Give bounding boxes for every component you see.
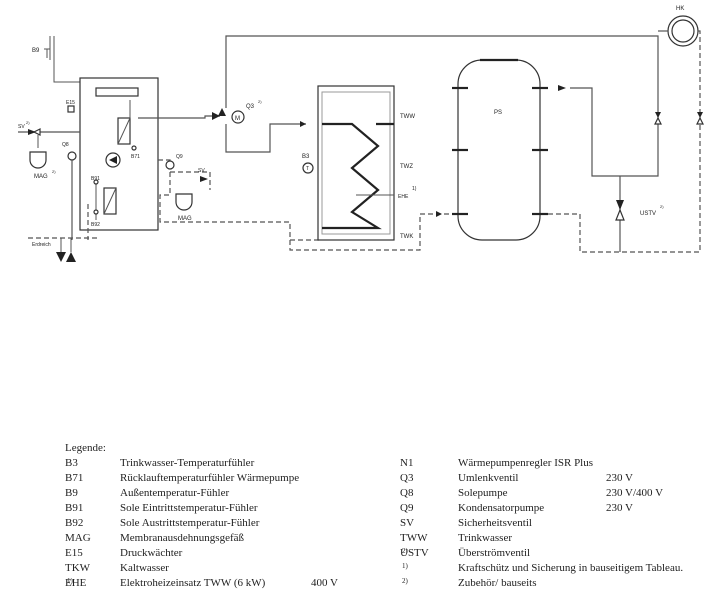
label-b3: B3 <box>302 154 310 160</box>
legend: Legende: B3 Trinkwasser-Temperaturfühler… <box>65 442 684 589</box>
buffer-tank-ps: PS <box>452 58 701 253</box>
legend-title: Legende: <box>65 442 106 454</box>
ground-probe-in <box>56 252 66 262</box>
label-m: M <box>235 116 240 122</box>
label-t: T <box>306 166 309 172</box>
tank-buffer-link <box>289 211 450 251</box>
b9-outdoor-sensor: B9 <box>32 36 96 83</box>
label-ustv: USTV <box>640 211 656 217</box>
svg-text:2): 2) <box>26 120 30 125</box>
label-mag-right: MAG <box>178 216 192 222</box>
label-e15: E15 <box>66 100 75 106</box>
mag-vessel-left <box>29 151 47 169</box>
dhw-tank: B3 T TWW TWZ TWK EHE 1) <box>302 85 417 241</box>
heat-pump-schematic: B9 B91 B92 B71 E15 SV 2) Q8 <box>18 6 704 262</box>
label-hk: HK <box>676 6 684 12</box>
label-q9: Q9 <box>176 154 183 160</box>
overflow-valve-ustv: USTV 2) <box>615 176 664 252</box>
label-b92: B92 <box>91 222 100 228</box>
ground-probe-out <box>66 252 76 262</box>
heating-flow: M Q3 2) <box>138 35 659 177</box>
label-twk: TWK <box>400 234 413 240</box>
label-ground: Erdreich <box>32 242 51 248</box>
label-ehe: EHE <box>398 194 409 200</box>
heating-circuit-hk: HK <box>654 6 704 125</box>
label-b91: B91 <box>91 176 100 182</box>
label-twz: TWZ <box>400 164 413 170</box>
label-q3: Q3 <box>246 104 255 110</box>
heat-pump-unit: B91 B92 B71 <box>79 77 159 231</box>
svg-text:2): 2) <box>52 169 56 174</box>
svg-text:2): 2) <box>660 204 664 209</box>
condenser-return: Q9 SV MAG <box>158 154 320 241</box>
label-b71: B71 <box>131 154 140 160</box>
label-ps: PS <box>494 110 502 116</box>
label-mag-left: MAG <box>34 174 48 180</box>
svg-text:2): 2) <box>258 99 262 104</box>
mag-vessel-right <box>175 193 193 211</box>
label-tww: TWW <box>400 114 415 120</box>
label-q8: Q8 <box>62 142 69 148</box>
label-sv-left: SV <box>18 124 25 130</box>
label-b9: B9 <box>32 48 40 54</box>
label-note1: 1) <box>412 186 417 192</box>
label-sv-right: SV <box>198 168 205 174</box>
brine-circuit: E15 SV 2) Q8 MAG 2) Erdreich <box>18 100 100 262</box>
